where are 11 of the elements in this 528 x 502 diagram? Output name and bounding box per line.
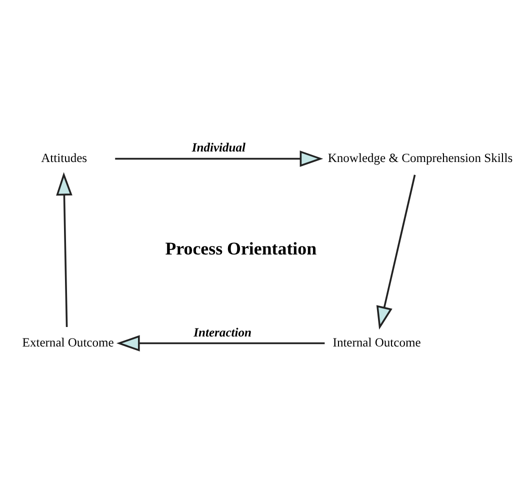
node-text: Knowledge & Comprehension Skills <box>328 151 513 166</box>
node-text: External Outcome <box>22 336 114 350</box>
node-text: Internal Outcome <box>332 336 421 350</box>
arrow <box>56 172 72 328</box>
edge-label: Interaction <box>194 325 252 340</box>
label: Process Orientation <box>165 238 317 259</box>
arrow <box>115 150 324 167</box>
arrow <box>376 174 416 330</box>
node-text: Attitudes <box>41 151 88 166</box>
edge-label: Individual <box>192 140 246 155</box>
arrow <box>116 335 325 352</box>
